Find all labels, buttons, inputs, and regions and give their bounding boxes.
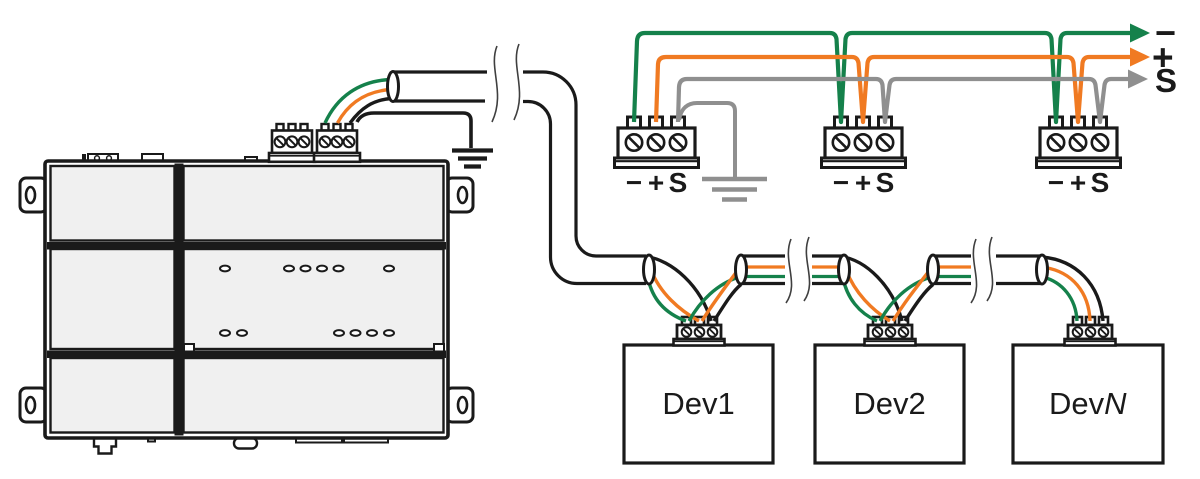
field-terminal-block-1: − + S bbox=[613, 115, 700, 198]
shield-ground-wire bbox=[677, 101, 737, 177]
panel-divider-vertical bbox=[174, 163, 184, 436]
terminal-label-minus: − bbox=[626, 167, 642, 198]
controller-panel bbox=[182, 164, 445, 242]
cable-tube-elbow bbox=[523, 70, 649, 286]
led-ovals bbox=[219, 264, 395, 337]
bus-arrow-minus bbox=[1130, 23, 1150, 43]
cable-end-ellipse bbox=[926, 253, 940, 286]
screw-icon bbox=[831, 133, 895, 153]
cable-end-ellipse bbox=[1035, 253, 1049, 286]
bus-wire-plus bbox=[653, 54, 1133, 125]
terminal-base bbox=[820, 156, 907, 169]
mounting-ear bbox=[18, 176, 49, 214]
bus-label-plus: + bbox=[1152, 37, 1174, 78]
screw-icon bbox=[680, 326, 719, 338]
screw-icon bbox=[1071, 326, 1110, 338]
device-label-dev2: Dev2 bbox=[853, 386, 925, 421]
field-terminal-block-2: − + S bbox=[820, 115, 907, 198]
device-terminal-block-devn bbox=[1063, 315, 1117, 347]
device-box-dev2: Dev2 bbox=[813, 343, 966, 465]
terminal-label-plus: + bbox=[1070, 167, 1086, 198]
terminal-label-shield: S bbox=[669, 167, 688, 198]
cable-tube-dev1-out bbox=[741, 254, 785, 286]
terminal-label-shield: S bbox=[876, 167, 895, 198]
terminal-label-shield: S bbox=[1091, 167, 1110, 198]
ear-hole bbox=[24, 395, 37, 415]
controller-terminal-block bbox=[267, 122, 317, 164]
panel-divider-horizontal bbox=[47, 350, 446, 358]
terminal-base bbox=[613, 156, 700, 169]
controller-panel bbox=[182, 356, 445, 434]
controller-wire-plus bbox=[336, 87, 391, 124]
controller-panel bbox=[49, 164, 176, 242]
bus-arrow-shield bbox=[1128, 69, 1148, 89]
cable-end-ellipse bbox=[642, 253, 656, 286]
device-label-dev1: Dev1 bbox=[662, 386, 734, 421]
terminal-label-minus: − bbox=[1048, 167, 1064, 198]
cable-break-icon bbox=[785, 236, 811, 304]
bus-wire-minus bbox=[631, 30, 1133, 125]
ear-hole bbox=[456, 395, 469, 415]
field-terminal-block-3: − + S bbox=[1035, 115, 1122, 198]
ground-symbol-shield-icon bbox=[702, 176, 767, 202]
terminal-label-plus: + bbox=[648, 167, 664, 198]
mounting-ear bbox=[444, 176, 475, 214]
chassis-ground-wire bbox=[355, 111, 473, 148]
device-box-dev1: Dev1 bbox=[622, 343, 775, 465]
ground-symbol-chassis-icon bbox=[452, 148, 493, 169]
cable-tube-controller bbox=[386, 70, 487, 103]
terminal-label-minus: − bbox=[833, 167, 849, 198]
bus-wire-shield bbox=[675, 76, 1131, 125]
screw-icon bbox=[318, 135, 356, 149]
ear-hole bbox=[456, 185, 469, 205]
controller-wire-black bbox=[348, 96, 392, 125]
device-terminal-block-dev1 bbox=[672, 315, 726, 347]
screw-icon bbox=[871, 326, 910, 338]
ear-hole bbox=[24, 185, 37, 205]
devn-wires bbox=[1041, 255, 1105, 322]
cable-break-icon bbox=[970, 236, 994, 304]
bus-arrow-plus bbox=[1130, 47, 1150, 67]
cable-end-ellipse bbox=[734, 253, 748, 286]
dev2-wires bbox=[840, 254, 935, 323]
bottom-edge-connectors bbox=[92, 436, 389, 455]
controller-device bbox=[18, 122, 475, 455]
shield-ground bbox=[677, 101, 767, 202]
bus-label-shield: S bbox=[1155, 62, 1177, 99]
mounting-ear bbox=[444, 386, 475, 424]
cable-tube-devn-in bbox=[996, 254, 1042, 286]
screw-icon bbox=[1046, 133, 1110, 153]
controller-panel bbox=[49, 247, 176, 351]
device-terminal-block-dev2 bbox=[863, 315, 917, 347]
terminal-base bbox=[1035, 156, 1122, 169]
controller-wire-minus bbox=[323, 77, 391, 124]
mounting-ear bbox=[18, 386, 49, 424]
cable-break-icon bbox=[491, 43, 521, 123]
screw-icon bbox=[624, 133, 688, 153]
panel-divider-horizontal bbox=[47, 242, 446, 250]
controller-terminal-block bbox=[312, 122, 362, 164]
device-box-devn: DevN bbox=[1011, 343, 1165, 465]
cable-end-ellipse bbox=[386, 70, 400, 103]
controller-panel bbox=[49, 356, 176, 434]
cable-end-ellipse bbox=[837, 253, 851, 286]
device-label-devn: DevN bbox=[1049, 386, 1127, 421]
chassis-ground bbox=[355, 111, 493, 169]
terminal-label-plus: + bbox=[855, 167, 871, 198]
bus-label-minus: − bbox=[1155, 12, 1176, 53]
screw-icon bbox=[273, 135, 311, 149]
dev1-wires bbox=[645, 254, 743, 323]
